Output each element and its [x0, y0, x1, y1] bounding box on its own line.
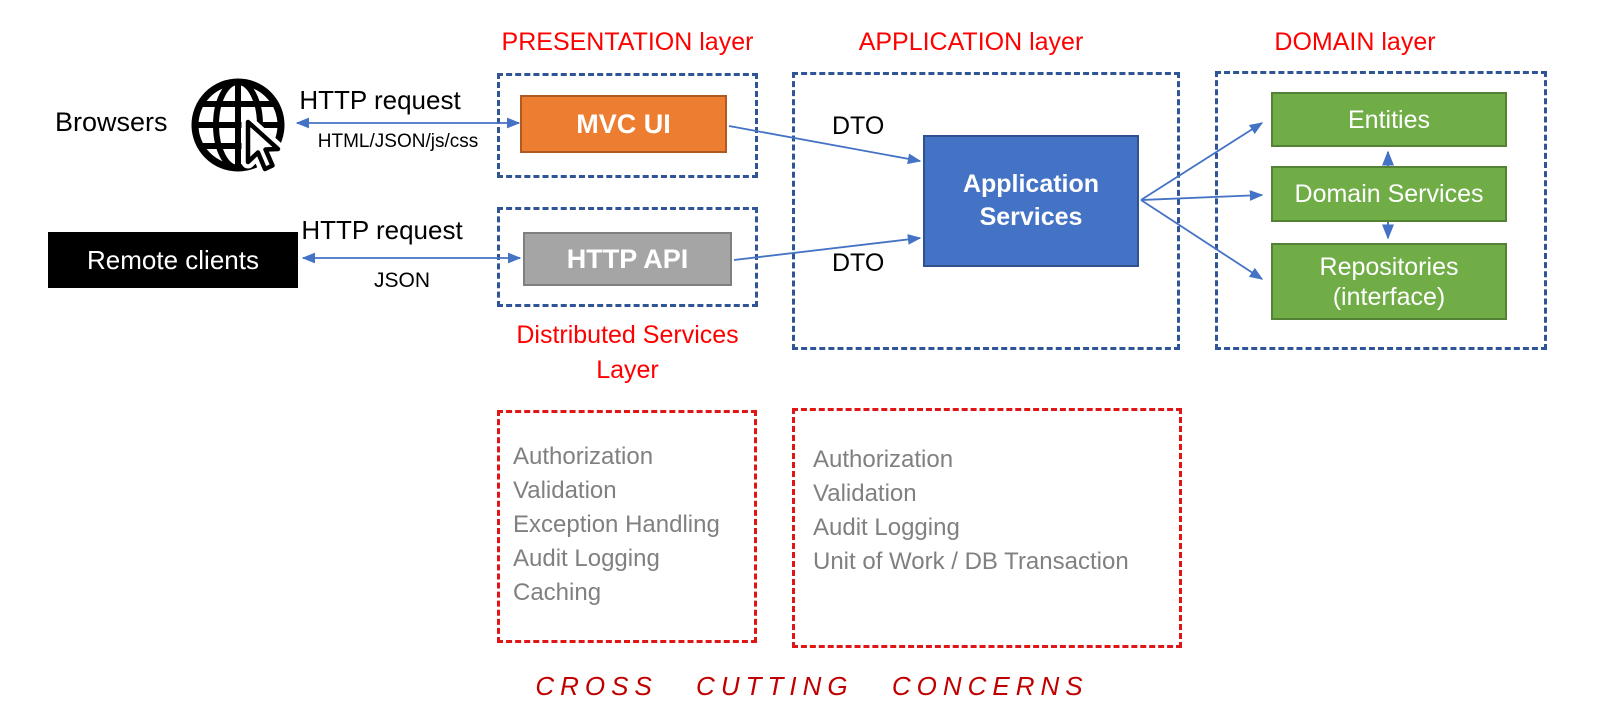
- repositories-sublabel: (interface): [1332, 282, 1446, 311]
- repositories-node: Repositories (interface): [1271, 243, 1507, 320]
- globe-icon: [191, 78, 285, 176]
- concern-item: Exception Handling: [513, 511, 720, 538]
- globe-grid: [191, 78, 285, 172]
- dto-label-bottom: DTO: [832, 249, 885, 277]
- concern-item: Validation: [513, 477, 617, 504]
- mvc-ui-label: MVC UI: [576, 108, 671, 139]
- domain-services-node: Domain Services: [1271, 166, 1507, 222]
- browser-http-request-label: HTTP request: [299, 85, 461, 115]
- cursor-icon: [241, 115, 285, 176]
- http-api-node: HTTP API: [523, 232, 732, 286]
- remote-clients-label: Remote clients: [87, 244, 259, 275]
- concern-item: Audit Logging: [513, 545, 660, 572]
- application-services-node: Application Services: [923, 135, 1139, 267]
- entities-label: Entities: [1348, 105, 1430, 134]
- concern-item: Audit Logging: [813, 514, 960, 541]
- domain-layer-label: DOMAIN layer: [1274, 28, 1436, 56]
- browser-response-format-label: HTML/JSON/js/css: [317, 131, 479, 152]
- mvc-ui-node: MVC UI: [520, 95, 727, 153]
- presentation-layer-label: PRESENTATION layer: [501, 28, 754, 56]
- application-layer-label: APPLICATION layer: [858, 28, 1084, 56]
- browsers-label: Browsers: [55, 107, 168, 137]
- repositories-label: Repositories: [1319, 252, 1459, 281]
- concern-item: Unit of Work / DB Transaction: [813, 548, 1129, 575]
- distributed-services-layer-label: Distributed Services Layer: [487, 318, 768, 388]
- application-concerns-box: [792, 408, 1182, 648]
- client-response-format-label: JSON: [373, 269, 430, 292]
- http-api-label: HTTP API: [566, 243, 689, 274]
- application-services-label: Application Services: [962, 170, 1100, 231]
- entities-node: Entities: [1271, 92, 1507, 147]
- cross-cutting-concerns-label: CROSS CUTTING CONCERNS: [535, 671, 1089, 701]
- client-http-request-label: HTTP request: [301, 215, 463, 245]
- distributed-concerns-box: [497, 410, 757, 643]
- domain-services-label: Domain Services: [1294, 180, 1484, 208]
- concern-item: Validation: [813, 480, 917, 507]
- concern-item: Caching: [513, 579, 602, 606]
- concern-item: Authorization: [513, 443, 654, 470]
- concern-item: Authorization: [813, 446, 954, 473]
- remote-clients-node: Remote clients: [48, 232, 298, 288]
- dto-label-top: DTO: [832, 112, 885, 140]
- distributed-services-layer-label-line2: Layer: [596, 356, 659, 384]
- distributed-services-layer-label-line1: Distributed Services: [516, 321, 739, 349]
